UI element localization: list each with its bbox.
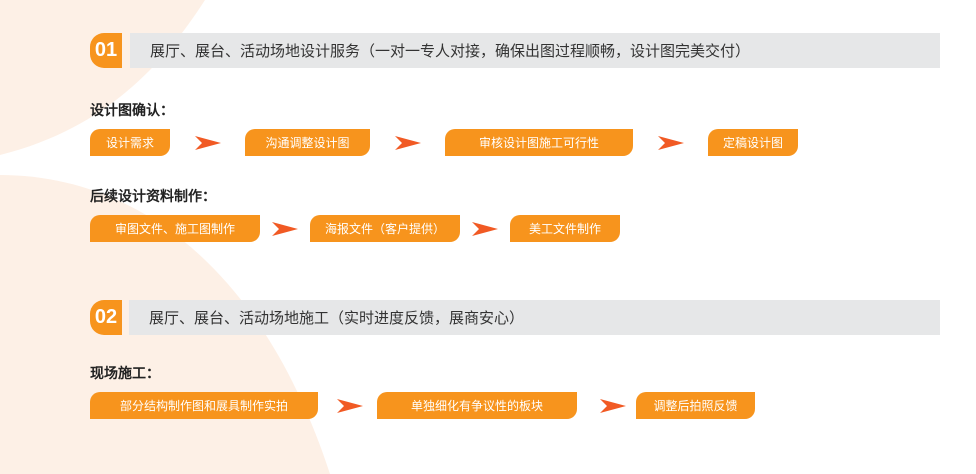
step-design-requirement: 设计需求: [90, 129, 170, 156]
arrow-right-icon: [195, 136, 221, 150]
group-label-onsite: 现场施工：: [90, 366, 160, 382]
arrow-right-icon: [472, 222, 498, 236]
step-communicate-adjust: 沟通调整设计图: [245, 129, 370, 156]
arrow-right-icon: [272, 222, 298, 236]
step-construction-drawings: 审图文件、施工图制作: [90, 215, 260, 242]
step-art-files: 美工文件制作: [510, 215, 620, 242]
step-review-feasibility: 审核设计图施工可行性: [445, 129, 633, 156]
step-photo-feedback: 调整后拍照反馈: [636, 392, 755, 419]
arrow-right-icon: [337, 399, 363, 413]
group-label-design-confirm: 设计图确认：: [90, 103, 174, 119]
section-number-02: 02: [90, 300, 122, 335]
step-finalize-design: 定稿设计图: [708, 129, 798, 156]
section-title-02: 展厅、展台、活动场地施工（实时进度反馈，展商安心）: [129, 300, 940, 335]
step-poster-files: 海报文件（客户提供）: [310, 215, 460, 242]
arrow-right-icon: [600, 399, 626, 413]
arrow-right-icon: [395, 136, 421, 150]
step-refine-disputed: 单独细化有争议性的板块: [377, 392, 577, 419]
step-structure-photos: 部分结构制作图和展具制作实拍: [90, 392, 318, 419]
section-number-01: 01: [90, 33, 122, 68]
group-label-followup: 后续设计资料制作：: [90, 189, 216, 205]
arrow-right-icon: [658, 136, 684, 150]
section-title-01: 展厅、展台、活动场地设计服务（一对一专人对接，确保出图过程顺畅，设计图完美交付）: [130, 33, 940, 68]
